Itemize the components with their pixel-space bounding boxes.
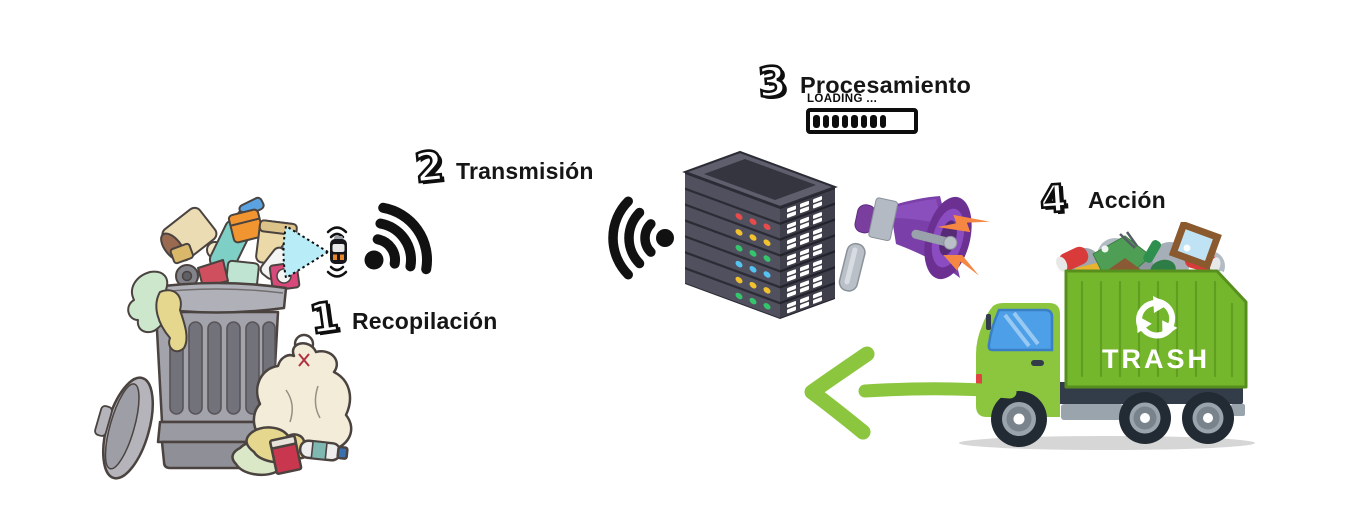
loading-segment	[870, 114, 877, 128]
loading-segment	[832, 114, 839, 128]
step-3-label: Procesamiento	[800, 72, 972, 98]
loading-segment	[879, 114, 886, 128]
loading-segment	[860, 114, 867, 128]
wifi-signal-icon	[364, 202, 432, 275]
loading-segment	[851, 114, 858, 128]
loading-segment	[822, 114, 829, 128]
loading-label: LOADING ...	[807, 93, 878, 105]
green-arrow-left-icon	[804, 346, 1017, 440]
loading-segment	[841, 114, 848, 128]
loading-segment	[813, 114, 820, 128]
lightning-bolt-icon-bottom	[935, 255, 979, 276]
step-1-label: Recopilación	[352, 308, 498, 334]
server-icon	[682, 150, 838, 319]
wifi-receive-icon	[608, 196, 674, 280]
truck-container	[1064, 269, 1248, 389]
trash-can-image	[94, 196, 353, 480]
fill-sensor-icon	[282, 224, 348, 280]
step-2-number: 2	[411, 140, 447, 193]
truck-wheels	[991, 391, 1234, 447]
trash-can-lid	[94, 376, 155, 480]
truck-side-text: TRASH	[1102, 344, 1210, 374]
loading-bar	[806, 108, 918, 134]
step-4-number: 4	[1037, 175, 1069, 223]
step-1-number: 1	[305, 291, 343, 345]
sensor-beam	[282, 224, 330, 280]
step-4-label: Acción	[1088, 187, 1166, 213]
lightning-bolt-icon-top	[937, 214, 990, 233]
recycle-icon	[1136, 296, 1178, 339]
step-3-number: 3	[755, 56, 790, 109]
step-2-label: Transmisión	[456, 158, 594, 184]
server-leds	[735, 213, 771, 310]
trash-pile	[160, 196, 301, 292]
